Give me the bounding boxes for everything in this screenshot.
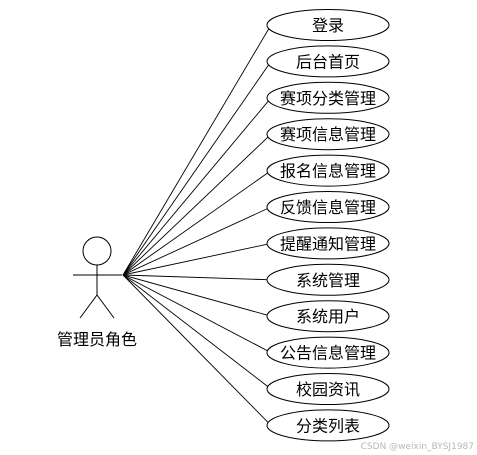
use-case: 后台首页 <box>266 45 390 78</box>
watermark: CSDN @weixin_BYSJ1987 <box>361 442 474 452</box>
actor-label: 管理员角色 <box>57 330 137 349</box>
use-case: 系统用户 <box>266 300 390 333</box>
use-case-label: 提醒通知管理 <box>280 234 376 253</box>
actor: 管理员角色 <box>57 236 137 349</box>
use-case-ellipse <box>266 118 390 151</box>
association-line <box>122 274 272 426</box>
use-case: 校园资讯 <box>266 373 390 405</box>
use-case-label: 系统用户 <box>296 307 360 326</box>
use-cases: 登录后台首页赛项分类管理赛项信息管理报名信息管理反馈信息管理提醒通知管理系统管理… <box>266 9 390 442</box>
use-case: 公告信息管理 <box>266 336 390 369</box>
use-case: 报名信息管理 <box>266 154 390 187</box>
use-case-ellipse <box>266 300 390 333</box>
use-case-label: 系统管理 <box>296 271 360 290</box>
use-case: 提醒通知管理 <box>266 227 390 260</box>
use-case-ellipse <box>266 81 390 114</box>
use-case: 反馈信息管理 <box>266 191 390 223</box>
use-case-label: 赛项分类管理 <box>280 89 376 108</box>
association-line <box>122 61 272 276</box>
use-case-ellipse <box>266 154 390 187</box>
association-line <box>122 274 272 390</box>
association-line <box>122 97 272 276</box>
actor-head <box>82 236 112 266</box>
association-line <box>122 206 272 276</box>
use-case-label: 公告信息管理 <box>280 344 376 363</box>
actor-left-leg <box>79 294 98 319</box>
use-case: 赛项信息管理 <box>266 118 390 151</box>
use-case-label: 校园资讯 <box>296 380 360 399</box>
association-line <box>122 274 272 281</box>
use-case-ellipse <box>266 373 390 405</box>
use-case: 系统管理 <box>266 263 390 296</box>
use-case-ellipse <box>266 409 390 442</box>
association-line <box>122 24 272 276</box>
association-line <box>122 274 272 353</box>
use-case-ellipse <box>266 9 390 41</box>
use-case-label: 赛项信息管理 <box>280 125 376 144</box>
use-case-label: 登录 <box>312 16 344 35</box>
use-case: 登录 <box>266 9 390 41</box>
use-case-ellipse <box>266 227 390 260</box>
use-case-label: 分类列表 <box>296 416 360 435</box>
use-case: 分类列表 <box>266 409 390 442</box>
use-case-ellipse <box>266 45 390 78</box>
association-lines <box>122 24 272 426</box>
association-line <box>122 170 272 276</box>
association-line <box>122 133 272 276</box>
association-line <box>122 274 272 317</box>
use-case-label: 后台首页 <box>296 52 360 71</box>
use-case: 赛项分类管理 <box>266 81 390 114</box>
use-case-label: 反馈信息管理 <box>280 198 376 217</box>
actor-right-leg <box>96 294 115 319</box>
use-case-label: 报名信息管理 <box>280 162 376 181</box>
use-case-ellipse <box>266 191 390 223</box>
use-case-ellipse <box>266 336 390 369</box>
association-line <box>122 242 272 276</box>
use-case-ellipse <box>266 263 390 296</box>
